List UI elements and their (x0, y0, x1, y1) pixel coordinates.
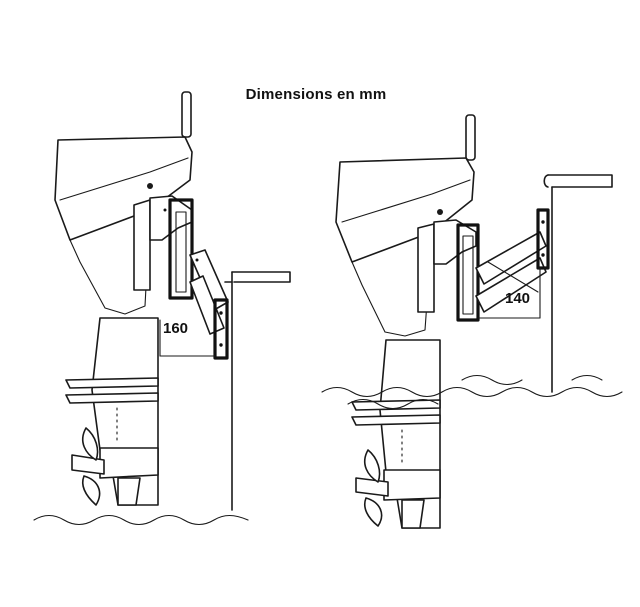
transom-plate-right (536, 208, 550, 270)
tiller-handle-left (181, 91, 192, 138)
dimension-label-left: 160 (163, 320, 188, 337)
bracket-arm-right (475, 231, 547, 285)
propeller-left (81, 427, 99, 461)
water-line-left (33, 514, 249, 526)
tiller-handle-right (465, 114, 476, 161)
outboard-left: 160 (33, 91, 291, 526)
transom-plate-left (213, 298, 229, 360)
transom-top-left (231, 271, 291, 283)
engine-cowling-right (335, 157, 475, 263)
diagram-title: Dimensions en mm (245, 86, 387, 103)
transom-top-right (547, 174, 613, 188)
dimension-label-right: 140 (505, 290, 530, 307)
engine-mount-bracket-left (168, 198, 194, 300)
outboard-right: 140 (321, 114, 623, 529)
propeller-right (363, 449, 381, 483)
water-line-right (321, 386, 623, 398)
engine-cowling-left (54, 136, 193, 241)
